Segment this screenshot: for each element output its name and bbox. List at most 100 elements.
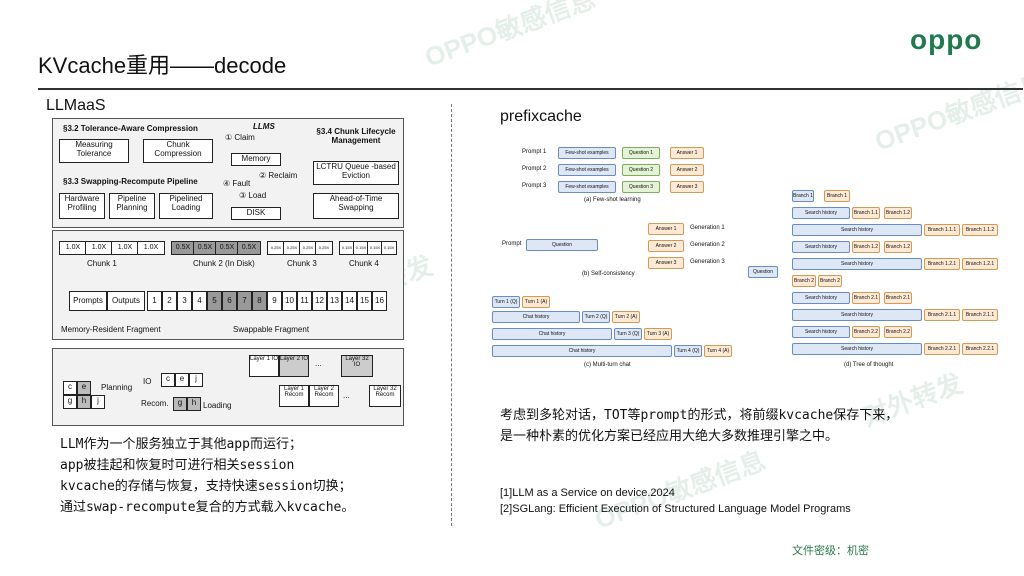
tot-pill: Branch 2.2.1 [924,343,960,355]
loading-label: Loading [203,401,232,410]
tot-pill: Search history [792,343,922,355]
token-cell: 6 [222,291,237,311]
turn3q: Turn 3 (Q) [614,328,642,340]
left-line: LLM作为一个服务独立于其他app而运行； [60,437,302,452]
tot-pill: Search history [792,292,850,304]
caption-a: (a) Few-shot learning [584,197,641,203]
chunk1-label: Chunk 1 [87,259,117,268]
architecture-panel: §3.2 Tolerance-Aware Compression Measuri… [52,118,404,228]
planning-label: Planning [101,383,133,392]
token-cell: 8 [252,291,267,311]
token-cell: 10 [282,291,297,311]
pl-box: Pipelined Loading [159,193,213,219]
caption-d: (d) Tree of thought [844,362,894,368]
answer-pill: Answer 3 [670,181,704,193]
turn3a: Turn 3 (A) [644,328,672,340]
grid-cell: h [77,395,91,409]
tot-pill: Branch 2 [818,275,842,287]
chunk2-label: Chunk 2 (In Disk) [193,259,255,268]
ratio-cell: 0.5X [237,241,261,255]
turn1q: Turn 1 (Q) [492,296,520,308]
tot-pill: Branch 1.2 [852,241,880,253]
reclaim-label: ② Reclaim [259,171,298,180]
tolerance-label: §3.2 Tolerance-Aware Compression [63,124,198,133]
token-cell: 4 [192,291,207,311]
chat-history: Chat history [492,328,612,340]
ratio-cell: 1.0X [85,241,113,255]
turn4q: Turn 4 (Q) [674,345,702,357]
token-cell: 14 [342,291,357,311]
left-line: app被挂起和恢复时可进行相关session [60,458,295,473]
tot-pill: Search history [792,207,850,219]
tot-pill: Search history [792,241,850,253]
token-cell: 11 [297,291,312,311]
generation-label: Generation 1 [690,225,725,231]
io-cell: j [189,373,203,387]
tot-pill: Branch 2.1 [852,292,880,304]
generation-label: Generation 3 [690,259,725,265]
tot-pill: Branch 2.2 [852,326,880,338]
aot-box: Ahead-of-Time Swapping [313,193,399,219]
ratio-cell: 0.25X [315,241,333,255]
tot-pill: Branch 1 [792,190,814,202]
layer1-recom: Layer 1 Recom [279,385,309,407]
token-cell: 5 [207,291,222,311]
left-heading: LLMaaS [46,97,106,114]
grid-cell: j [91,395,105,409]
right-line: 考虑到多轮对话，TOT等prompt的形式，将前缀kvcache保存下来， [500,408,899,423]
tot-pill: Branch 1.2.1 [924,258,960,270]
references: [1]LLM as a Service on device.2024 [2]SG… [500,485,851,517]
io-cell: e [175,373,189,387]
token-cell: 15 [357,291,372,311]
tot-pill: Branch 1 [824,190,850,202]
pp-box: Pipeline Planning [109,193,155,219]
dots: ... [343,391,350,400]
memory-box: Memory [231,153,281,166]
fewshot-pill: Few-shot examples [558,181,616,193]
token-cell: 12 [312,291,327,311]
reference-item: [2]SGLang: Efficient Execution of Struct… [500,503,851,515]
answer-pill: Answer 2 [670,164,704,176]
claim-label: ① Claim [225,133,255,142]
chunk-compression-box: Chunk Compression [143,139,213,163]
tot-pill: Search history [792,224,922,236]
prompts-box: Prompts [69,291,107,311]
tot-pill: Branch 2.1.1 [924,309,960,321]
tot-pill: Search history [792,258,922,270]
turn1a: Turn 1 (A) [522,296,550,308]
fewshot-pill: Few-shot examples [558,164,616,176]
chunk-life-label: §3.4 Chunk Lifecycle Management [316,127,396,145]
grid-cell: g [63,395,77,409]
title-divider [38,88,1023,90]
ratio-cell: 0.15X [381,241,397,255]
tot-pill: Branch 1.2.1 [962,258,998,270]
ratio-cell: 0.5X [193,241,217,255]
ratio-cell: 0.15X [367,241,383,255]
fewshot-pill: Few-shot examples [558,147,616,159]
answer-pill: Answer 2 [648,240,684,252]
grid-cell: c [63,381,77,395]
prompt-label: Prompt 2 [522,166,547,172]
io-label: IO [143,377,152,386]
swap-label: §3.3 Swapping-Recompute Pipeline [63,177,198,186]
fault-label: ④ Fault [223,179,251,188]
tot-pill: Branch 1.1.2 [962,224,998,236]
chat-history: Chat history [492,345,672,357]
token-cell: 16 [372,291,387,311]
token-cell: 1 [147,291,162,311]
prompt-label: Prompt 1 [522,149,547,155]
tot-pill: Branch 1.1 [852,207,880,219]
recom-cell: g [173,397,187,411]
question-pill: Question 2 [622,164,660,176]
turn4a: Turn 4 (A) [704,345,732,357]
tot-question: Question [748,266,778,278]
column-divider [451,104,452,526]
confidentiality-footer: 文件密级：机密 [792,545,869,557]
tot-pill: Branch 2.2 [884,326,912,338]
layer2-recom: Layer 2 Recom [309,385,339,407]
tot-pill: Search history [792,326,850,338]
outputs-box: Outputs [107,291,145,311]
answer-pill: Answer 1 [670,147,704,159]
question-pill: Question [526,239,598,251]
token-cell: 9 [267,291,282,311]
